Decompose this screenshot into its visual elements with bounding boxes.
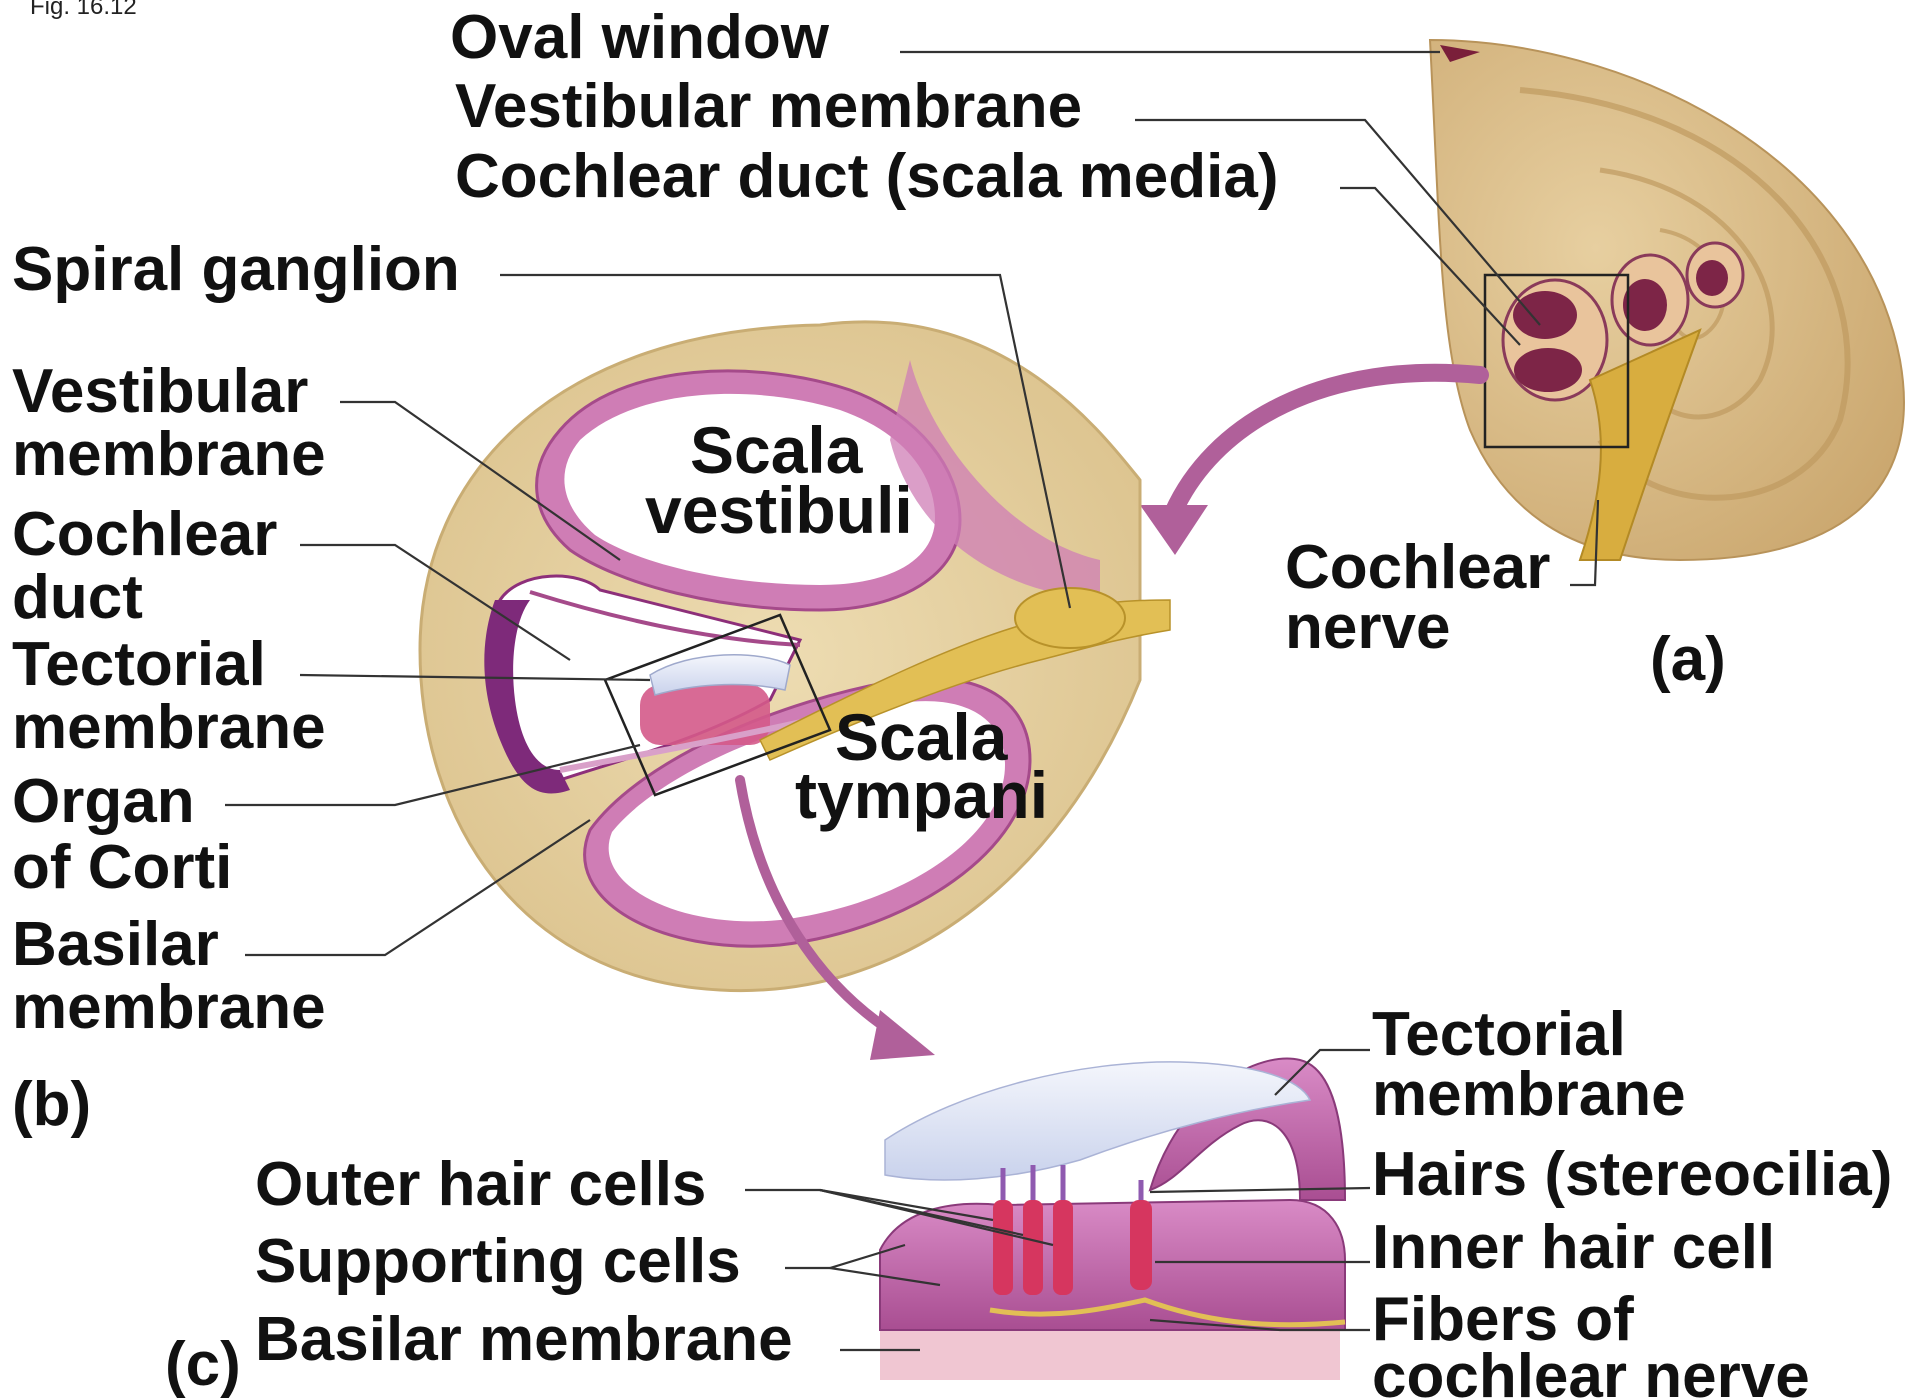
label-basilar-membrane-b-line1: Basilar: [12, 910, 219, 979]
inner-hair-cell: [1130, 1200, 1152, 1290]
label-tectorial-membrane-c-line1: Tectorial: [1372, 1000, 1626, 1069]
label-vestibular-membrane-b-line1: Vestibular: [12, 357, 308, 426]
outer-hair-cell: [1023, 1200, 1043, 1295]
label-cochlear-nerve-a-line2: nerve: [1285, 593, 1450, 662]
label-spiral-ganglion: Spiral ganglion: [12, 235, 460, 304]
label-scala-vestibuli-line2: vestibuli: [645, 473, 913, 547]
outer-hair-cell: [1053, 1200, 1073, 1295]
label-scala-tympani-line2: tympani: [795, 758, 1048, 832]
magnify-arrow-a-to-b: [1170, 373, 1480, 520]
label-cochlear-duct-a: Cochlear duct (scala media): [455, 142, 1279, 211]
label-outer-hair-cells: Outer hair cells: [255, 1150, 706, 1219]
label-tectorial-membrane-b-line2: membrane: [12, 693, 326, 762]
label-vestibular-membrane-b-line2: membrane: [12, 420, 326, 489]
label-tectorial-membrane-c-line2: membrane: [1372, 1060, 1686, 1129]
label-organ-of-corti-line2: of Corti: [12, 833, 232, 902]
spiral-ganglion-body: [1015, 588, 1125, 648]
label-panel-b: (b): [12, 1070, 91, 1139]
label-oval-window: Oval window: [450, 3, 830, 72]
section-opening-2-cavity: [1623, 279, 1667, 331]
label-cochlear-duct-b-line2: duct: [12, 563, 143, 632]
section-opening-3-cavity: [1696, 260, 1728, 296]
outer-hair-cell: [993, 1200, 1013, 1295]
outer-hair-cells: [993, 1200, 1073, 1295]
basilar-membrane-base: [880, 1325, 1340, 1380]
label-basilar-membrane-b-line2: membrane: [12, 973, 326, 1042]
cochlea-shell: [1430, 40, 1904, 560]
label-basilar-membrane-c: Basilar membrane: [255, 1305, 793, 1374]
label-panel-a: (a): [1650, 625, 1726, 694]
label-cochlear-duct-b-line1: Cochlear: [12, 500, 277, 569]
label-cochlear-nerve-a-line1: Cochlear: [1285, 533, 1550, 602]
magnify-arrow-a-to-b-head: [1140, 505, 1208, 555]
label-supporting-cells: Supporting cells: [255, 1227, 741, 1296]
label-hairs: Hairs (stereocilia): [1372, 1140, 1892, 1209]
label-tectorial-membrane-b-line1: Tectorial: [12, 630, 266, 699]
figure-number: Fig. 16.12: [30, 0, 137, 20]
label-inner-hair-cell: Inner hair cell: [1372, 1213, 1775, 1282]
section-opening-1-vestibuli: [1513, 291, 1577, 339]
label-organ-of-corti-line1: Organ: [12, 767, 195, 836]
magnify-arrow-b-to-c-head: [870, 1010, 935, 1060]
label-vestibular-membrane-a: Vestibular membrane: [455, 72, 1082, 141]
label-fibers-line2: cochlear nerve: [1372, 1342, 1810, 1400]
label-panel-c: (c): [165, 1330, 241, 1399]
section-opening-1-tympani: [1514, 348, 1582, 392]
